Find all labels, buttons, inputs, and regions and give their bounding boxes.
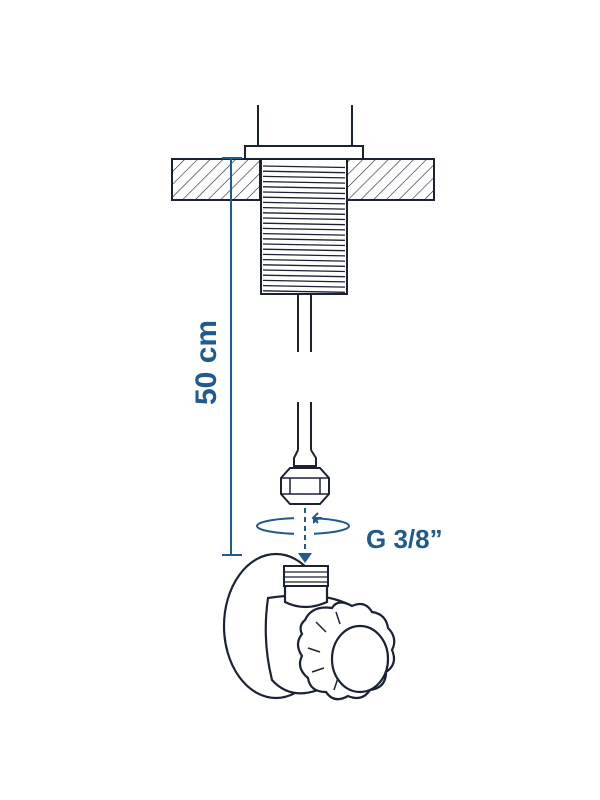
thread-line: [262, 212, 346, 215]
mounting-flange: [244, 145, 364, 160]
thread-line: [262, 217, 346, 221]
thread-line: [262, 290, 346, 293]
thread-line: [262, 170, 346, 174]
thread-line: [262, 258, 346, 262]
length-label: 50 cm: [190, 320, 223, 405]
thread-line: [262, 175, 346, 179]
threaded-shank: [260, 158, 348, 295]
dimension-line: [222, 157, 242, 556]
thread-line: [262, 201, 346, 205]
thread-line: [262, 206, 346, 210]
thread-line: [262, 279, 346, 283]
thread-line: [262, 269, 346, 273]
flexible-hose: [293, 294, 317, 467]
countertop: [171, 158, 435, 201]
thread-line: [262, 248, 346, 252]
thread-line: [262, 243, 346, 247]
thread-line: [262, 165, 346, 169]
thread-line: [262, 253, 346, 257]
hex-nut: [280, 467, 330, 505]
connection-arrow-icon: [298, 508, 312, 563]
thread-line: [262, 191, 346, 195]
thread-line: [262, 180, 346, 184]
rotation-arrow-icon: [256, 512, 350, 537]
thread-size-label: G 3/8”: [366, 524, 443, 554]
thread-line: [262, 232, 346, 236]
thread-line: [262, 186, 346, 189]
countertop-left-section: [171, 158, 261, 201]
countertop-right-section: [346, 158, 435, 201]
thread-line: [262, 196, 346, 200]
thread-line: [262, 284, 346, 288]
outlet-thread: [283, 565, 329, 587]
thread-line: [262, 222, 346, 226]
thread-line: [262, 274, 346, 278]
handle-cap: [330, 624, 390, 694]
thread-line: [262, 227, 346, 231]
thread-line: [262, 238, 346, 241]
thread-line: [262, 264, 346, 267]
valve-handle: [296, 601, 396, 701]
faucet-base: [244, 105, 364, 160]
angle-valve: [222, 552, 396, 701]
